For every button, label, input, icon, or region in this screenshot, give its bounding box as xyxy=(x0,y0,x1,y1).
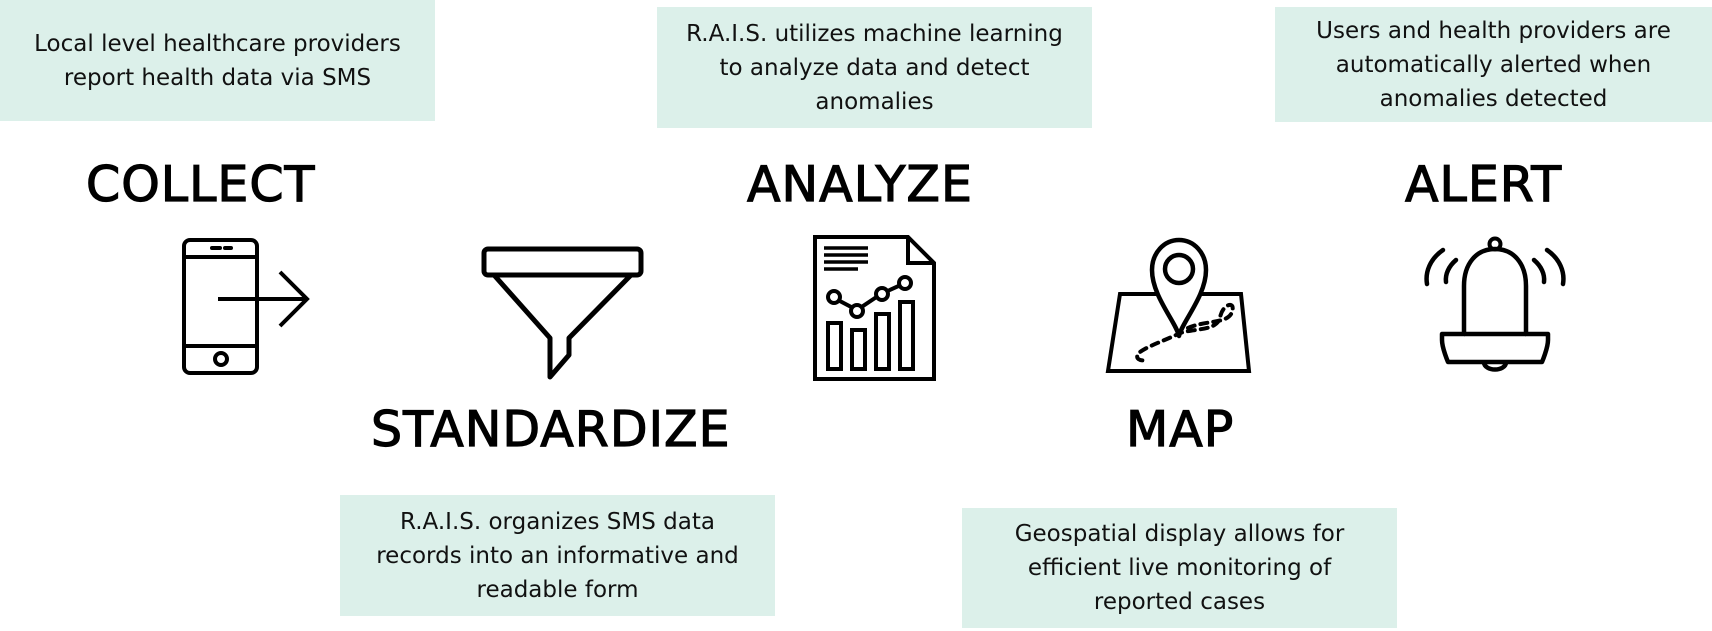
alert-title: ALERT xyxy=(1404,156,1563,213)
phone-send-icon xyxy=(178,236,313,378)
report-chart-icon xyxy=(812,234,937,382)
map-description: Geospatial display allows for efficient … xyxy=(1014,521,1345,615)
analyze-description-box: R.A.I.S. utilizes machine learning to an… xyxy=(657,7,1092,128)
funnel-icon xyxy=(480,246,645,382)
standardize-description-box: R.A.I.S. organizes SMS data records into… xyxy=(340,495,775,616)
collect-description: Local level healthcare providers report … xyxy=(34,30,401,91)
analyze-title: ANALYZE xyxy=(746,156,973,213)
map-pin-icon xyxy=(1104,236,1252,376)
standardize-description: R.A.I.S. organizes SMS data records into… xyxy=(376,508,739,603)
standardize-title: STANDARDIZE xyxy=(370,401,731,458)
alert-description-box: Users and health providers are automatic… xyxy=(1275,7,1712,122)
map-title: MAP xyxy=(1125,401,1235,458)
alarm-bell-icon xyxy=(1420,232,1570,382)
collect-description-box: Local level healthcare providers report … xyxy=(0,0,435,121)
alert-description: Users and health providers are automatic… xyxy=(1316,17,1671,112)
analyze-description: R.A.I.S. utilizes machine learning to an… xyxy=(686,20,1063,115)
map-description-box: Geospatial display allows for efficient … xyxy=(962,508,1397,628)
collect-title: COLLECT xyxy=(85,156,316,213)
